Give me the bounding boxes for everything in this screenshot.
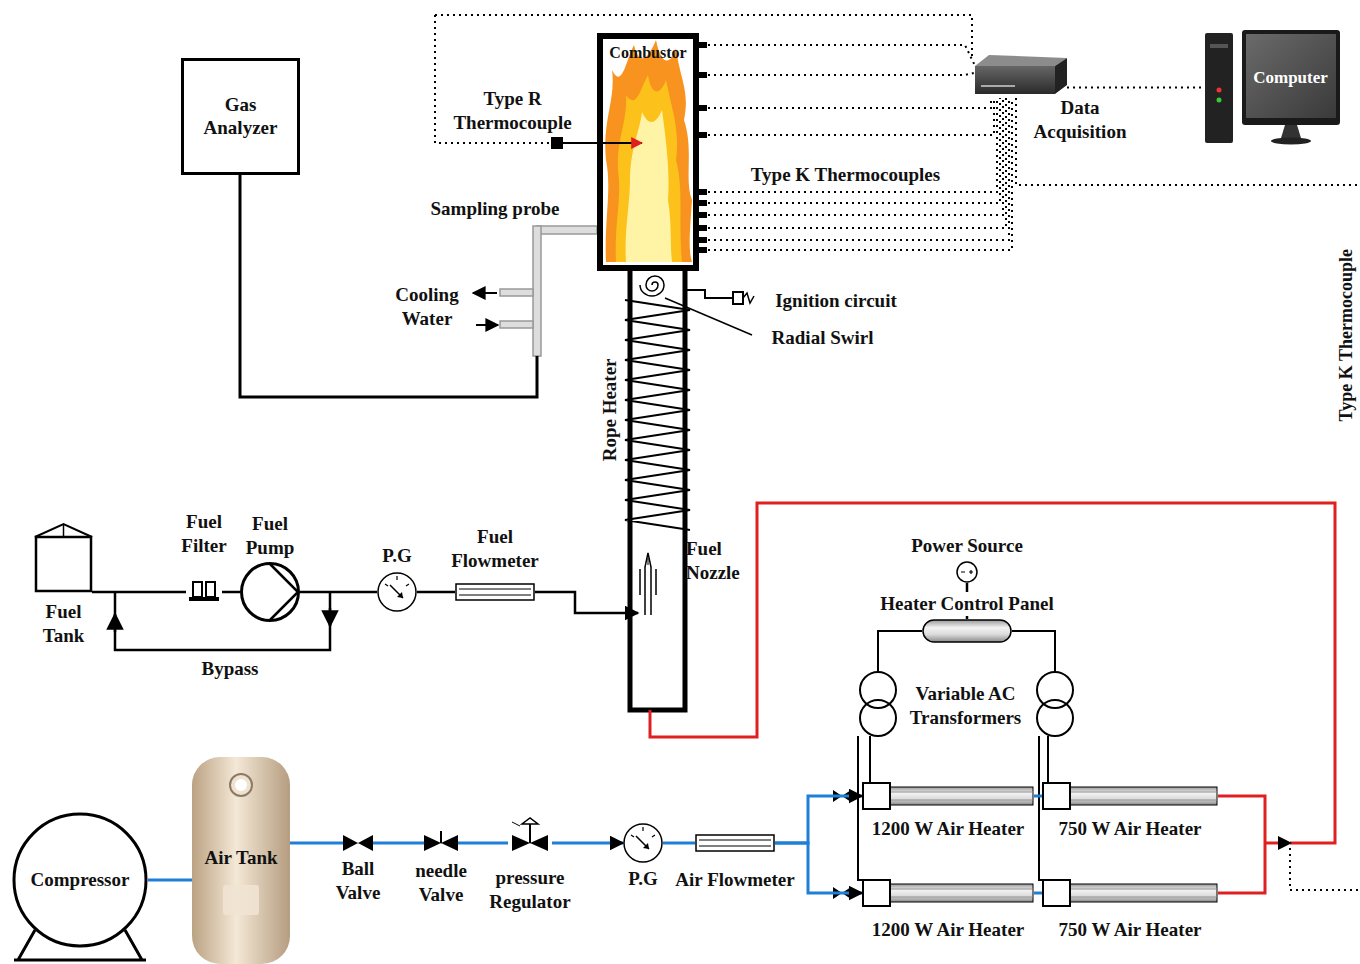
node-label: 750 W Air Heater <box>1037 918 1223 942</box>
symbol <box>1042 783 1218 809</box>
symbol <box>956 561 978 583</box>
air-line <box>148 879 192 882</box>
node-label: Data Acquisition <box>1025 96 1135 144</box>
node-label: Fuel Pump <box>240 512 300 560</box>
node-label: Heater Control Panel <box>865 592 1070 616</box>
node-label: Fuel Nozzle <box>686 537 752 585</box>
symbol <box>695 834 775 852</box>
symbol <box>240 562 300 622</box>
fuel-line <box>300 591 377 594</box>
analyzer-box: Gas Analyzer <box>181 58 300 175</box>
fuel-filter: Fuel Filter <box>186 582 222 602</box>
part-label: Type R Thermocouple <box>445 87 580 135</box>
node-label: Air Tank <box>195 846 287 870</box>
part-label: Type K Thermocouple <box>1335 225 1358 445</box>
needle-valve: needle Valve <box>424 830 458 856</box>
symbol <box>638 545 658 615</box>
node-label: needle Valve <box>407 859 475 907</box>
part-label: Rope Heater <box>598 345 622 475</box>
compressor: Compressor <box>12 812 148 962</box>
node-label: Ball Valve <box>329 857 387 905</box>
daq-unit: Data Acquisition <box>975 52 1067 96</box>
symbol <box>597 33 699 271</box>
symbol <box>922 619 1012 643</box>
fuel-line <box>535 592 638 613</box>
part-label: Type K Thermocouples <box>738 163 953 187</box>
fuel-tank: Fuel Tank <box>35 523 92 592</box>
node-label: Air Flowmeter <box>660 868 810 892</box>
node-label: 1200 W Air Heater <box>855 918 1041 942</box>
node-label: Fuel Filter <box>176 510 232 558</box>
fuel-line <box>417 591 455 594</box>
symbol <box>35 523 92 592</box>
symbol <box>1042 880 1218 906</box>
air-heater: 1200 W Air Heater <box>862 880 1034 906</box>
pressure-regulator: pressure Regulator <box>508 818 552 868</box>
fuel-nozzle: Fuel Nozzle <box>638 545 658 615</box>
part-label: Sampling probe <box>420 197 570 221</box>
air-line <box>1034 795 1042 798</box>
part-label: Variable AC Transformers <box>903 682 1028 730</box>
air-line <box>552 842 623 845</box>
air-line <box>775 796 862 843</box>
power-source: Power Source <box>956 561 978 583</box>
symbol <box>186 582 222 602</box>
air-heater: 1200 W Air Heater <box>862 783 1034 809</box>
computer-icon: Computer <box>1205 30 1340 145</box>
node-label: 750 W Air Heater <box>1037 817 1223 841</box>
symbol <box>508 818 552 868</box>
pressure-gauge: P.G <box>623 823 663 863</box>
combustor-box: Combustor <box>597 33 699 271</box>
node-label: Power Source <box>897 534 1037 558</box>
air-tank: Air Tank <box>192 757 290 964</box>
symbol <box>862 783 1034 809</box>
symbol <box>623 823 663 863</box>
node-label: Fuel Tank <box>38 600 90 648</box>
flowmeter: Fuel Flowmeter <box>455 583 535 601</box>
pressure-gauge: P.G <box>377 572 417 612</box>
symbol <box>343 835 373 851</box>
part-label: Ignition circuit <box>766 289 906 313</box>
symbol <box>181 58 300 175</box>
symbol <box>424 830 458 856</box>
symbol <box>975 52 1067 96</box>
node-label: P.G <box>375 544 419 568</box>
node-label: P.G <box>621 867 665 891</box>
node-label: Compressor <box>15 868 145 892</box>
air-heater: 750 W Air Heater <box>1042 783 1218 809</box>
part-label: Bypass <box>195 657 265 681</box>
fuel-line <box>222 591 240 594</box>
fuel-pump: Fuel Pump <box>240 562 300 622</box>
fuel-line <box>92 591 186 594</box>
air-line <box>1034 892 1042 895</box>
signal-line <box>1067 87 1205 89</box>
node-label: pressure Regulator <box>478 866 582 914</box>
node-label: Fuel Flowmeter <box>443 525 547 573</box>
symbol <box>377 572 417 612</box>
air-line <box>290 842 343 845</box>
air-heater: 750 W Air Heater <box>1042 880 1218 906</box>
part-label: Cooling Water <box>387 283 467 331</box>
symbol <box>862 880 1034 906</box>
air-line <box>663 842 695 845</box>
symbol <box>1205 30 1340 145</box>
air-line <box>373 842 424 845</box>
part-label: Radial Swirl <box>765 326 880 350</box>
ball-valve: Ball Valve <box>343 835 373 851</box>
node-label: Computer <box>1243 67 1338 88</box>
node-label: Combustor <box>600 43 696 63</box>
symbol <box>455 583 535 601</box>
air-line <box>458 842 508 845</box>
flowmeter: Air Flowmeter <box>695 834 775 852</box>
node-label: Gas Analyzer <box>191 93 291 141</box>
node-label: 1200 W Air Heater <box>855 817 1041 841</box>
control-panel: Heater Control Panel <box>922 619 1012 643</box>
